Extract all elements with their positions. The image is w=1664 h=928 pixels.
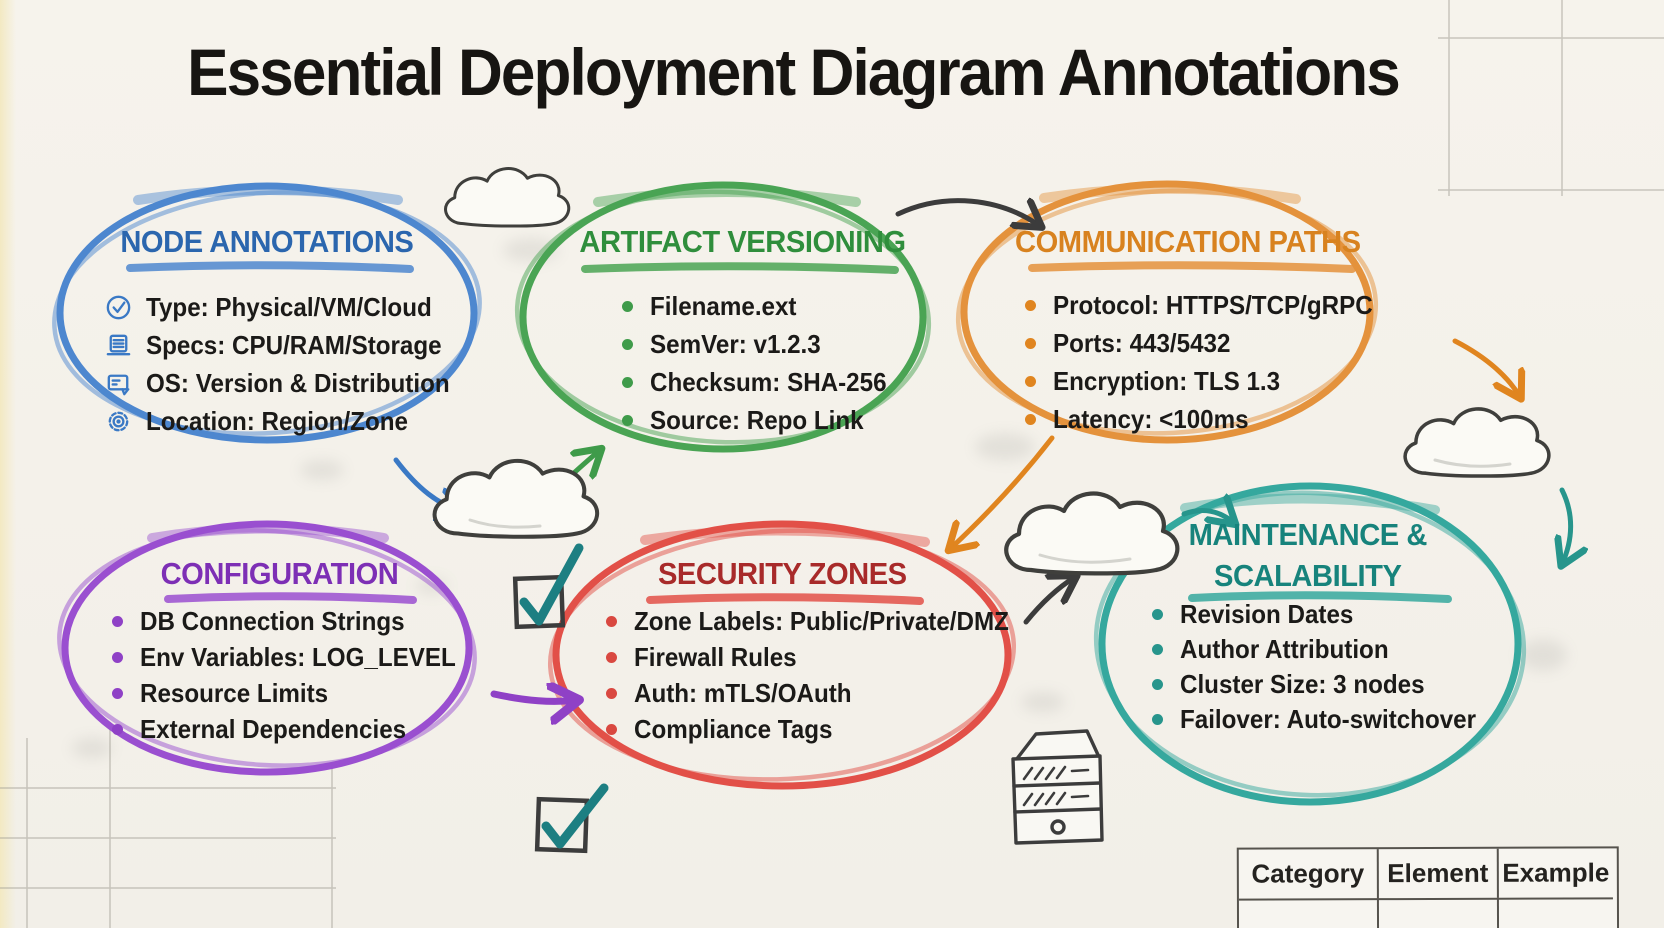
- item-text: Protocol: HTTPS/TCP/gRPC: [1053, 289, 1373, 320]
- document-icon: [106, 334, 131, 355]
- clock-check-icon: [106, 295, 131, 319]
- item-text: OS: Version & Distribution: [146, 367, 450, 398]
- bubble-title-node-annotations: NODE ANNOTATIONS: [120, 224, 414, 259]
- list-item: Env Variables: LOG_LEVEL: [112, 639, 480, 675]
- list-item: Encryption: TLS 1.3: [1025, 362, 1397, 400]
- list-item: DB Connection Strings: [112, 603, 480, 639]
- bubble-title-maintenance-line2: SCALABILITY: [1213, 558, 1402, 593]
- server-icon: [1011, 729, 1104, 845]
- bubble-title-communication-paths: COMMUNICATION PATHS: [1014, 224, 1361, 259]
- connector-arrows: [393, 201, 1571, 702]
- table-cell: [1378, 897, 1500, 928]
- item-text: Firewall Rules: [634, 641, 797, 672]
- list-item: Cluster Size: 3 nodes: [1152, 667, 1498, 702]
- cloud-shading: [468, 458, 1512, 564]
- list-item: Auth: mTLS/OAuth: [606, 675, 1037, 711]
- table-header-category: Category: [1238, 849, 1379, 899]
- item-text: DB Connection Strings: [140, 605, 405, 636]
- table-cell: [1498, 897, 1614, 928]
- bubble-communication-paths: COMMUNICATION PATHS: [990, 224, 1385, 260]
- table-header-element: Element: [1378, 848, 1499, 899]
- arrow-artifact-to-communication: [895, 201, 1040, 226]
- item-text: Failover: Auto-switchover: [1180, 704, 1477, 734]
- gear-icon: [108, 411, 129, 431]
- item-text: Author Attribution: [1180, 634, 1389, 664]
- item-text: Cluster Size: 3 nodes: [1180, 669, 1425, 699]
- item-text: Latency: <100ms: [1053, 403, 1249, 434]
- bubble-ring-artifact-versioning: [514, 181, 932, 453]
- table-header-example: Example: [1502, 857, 1610, 888]
- list-item: Location: Region/Zone: [103, 402, 472, 440]
- item-text: Filename.ext: [650, 290, 797, 321]
- security-zones-list: Zone Labels: Public/Private/DMZ Firewall…: [606, 603, 1037, 747]
- item-text: Encryption: TLS 1.3: [1053, 365, 1281, 396]
- cloud-icon: [444, 167, 571, 228]
- item-text: Type: Physical/VM/Cloud: [146, 291, 432, 322]
- bubble-maintenance-scalability: MAINTENANCE & SCALABILITY: [1110, 517, 1505, 599]
- item-text: Env Variables: LOG_LEVEL: [140, 641, 456, 672]
- bubble-title-artifact-versioning: ARTIFACT VERSIONING: [579, 224, 906, 259]
- list-item: Author Attribution: [1152, 632, 1498, 667]
- cloud-icon: [432, 458, 600, 539]
- list-item: Checksum: SHA-256: [622, 363, 904, 401]
- item-text: Location: Region/Zone: [146, 405, 408, 436]
- list-item: Latency: <100ms: [1025, 400, 1397, 438]
- bubble-title-configuration: CONFIGURATION: [160, 556, 399, 591]
- list-item: Filename.ext: [622, 287, 904, 325]
- item-text: External Dependencies: [140, 713, 407, 744]
- bubble-node-annotations: NODE ANNOTATIONS: [72, 224, 462, 260]
- item-text: Resource Limits: [140, 677, 329, 708]
- reference-table: Category Element Example: [1236, 846, 1620, 928]
- arrow-communication-to-security: [950, 435, 1055, 549]
- arrow-cloud-to-maintenance: [1181, 511, 1234, 523]
- checkbox-checked-icon: [534, 783, 609, 854]
- terminal-window-icon: [107, 374, 130, 395]
- item-text: Specs: CPU/RAM/Storage: [146, 329, 442, 360]
- table-header-row: Category Element Example: [1238, 848, 1617, 899]
- artifact-versioning-list: Filename.ext SemVer: v1.2.3 Checksum: SH…: [622, 287, 904, 439]
- list-item: Specs: CPU/RAM/Storage: [103, 326, 472, 364]
- bubble-configuration: CONFIGURATION: [82, 556, 477, 592]
- maintenance-scalability-list: Revision Dates Author Attribution Cluste…: [1152, 597, 1498, 737]
- list-item: External Dependencies: [112, 711, 480, 747]
- table-cell: [1238, 898, 1380, 928]
- item-text: Zone Labels: Public/Private/DMZ: [634, 605, 1009, 636]
- bubble-title-maintenance-line1: MAINTENANCE &: [1188, 517, 1427, 552]
- arrow-cloud-right-to-maintenance: [1562, 487, 1571, 564]
- list-item: Firewall Rules: [606, 639, 1037, 675]
- item-text: Ports: 443/5432: [1053, 327, 1231, 358]
- list-item: Resource Limits: [112, 675, 480, 711]
- checkbox-checked-icon: [512, 543, 584, 630]
- bubble-security-zones: SECURITY ZONES: [585, 556, 980, 592]
- list-item: OS: Version & Distribution: [103, 364, 472, 402]
- list-item: Zone Labels: Public/Private/DMZ: [606, 603, 1037, 639]
- node-annotations-list: Type: Physical/VM/Cloud Specs: CPU/RAM/S…: [103, 288, 472, 440]
- item-text: Auth: mTLS/OAuth: [634, 677, 852, 708]
- item-text: Source: Repo Link: [650, 404, 864, 435]
- list-item: Ports: 443/5432: [1025, 324, 1397, 362]
- list-item: Revision Dates: [1152, 597, 1498, 632]
- item-text: Revision Dates: [1180, 599, 1354, 629]
- communication-paths-list: Protocol: HTTPS/TCP/gRPC Ports: 443/5432…: [1025, 286, 1397, 438]
- arrow-communication-to-cloud-right: [1452, 338, 1520, 397]
- item-text: Compliance Tags: [634, 713, 833, 744]
- arrow-configuration-to-security: [490, 694, 578, 701]
- list-item: Failover: Auto-switchover: [1152, 702, 1498, 737]
- table-row: [1238, 897, 1617, 928]
- bubble-ring-node-annotations: [52, 182, 482, 444]
- bubble-title-security-zones: SECURITY ZONES: [658, 556, 907, 591]
- item-text: SemVer: v1.2.3: [650, 328, 821, 359]
- list-item: SemVer: v1.2.3: [622, 325, 904, 363]
- list-item: Type: Physical/VM/Cloud: [103, 288, 472, 326]
- configuration-list: DB Connection Strings Env Variables: LOG…: [112, 603, 480, 747]
- bubble-artifact-versioning: ARTIFACT VERSIONING: [545, 224, 940, 260]
- list-item: Source: Repo Link: [622, 401, 904, 439]
- page-title: Essential Deployment Diagram Annotations: [187, 35, 1401, 109]
- item-text: Checksum: SHA-256: [650, 366, 887, 397]
- list-item: Compliance Tags: [606, 711, 1037, 747]
- list-item: Protocol: HTTPS/TCP/gRPC: [1025, 286, 1397, 324]
